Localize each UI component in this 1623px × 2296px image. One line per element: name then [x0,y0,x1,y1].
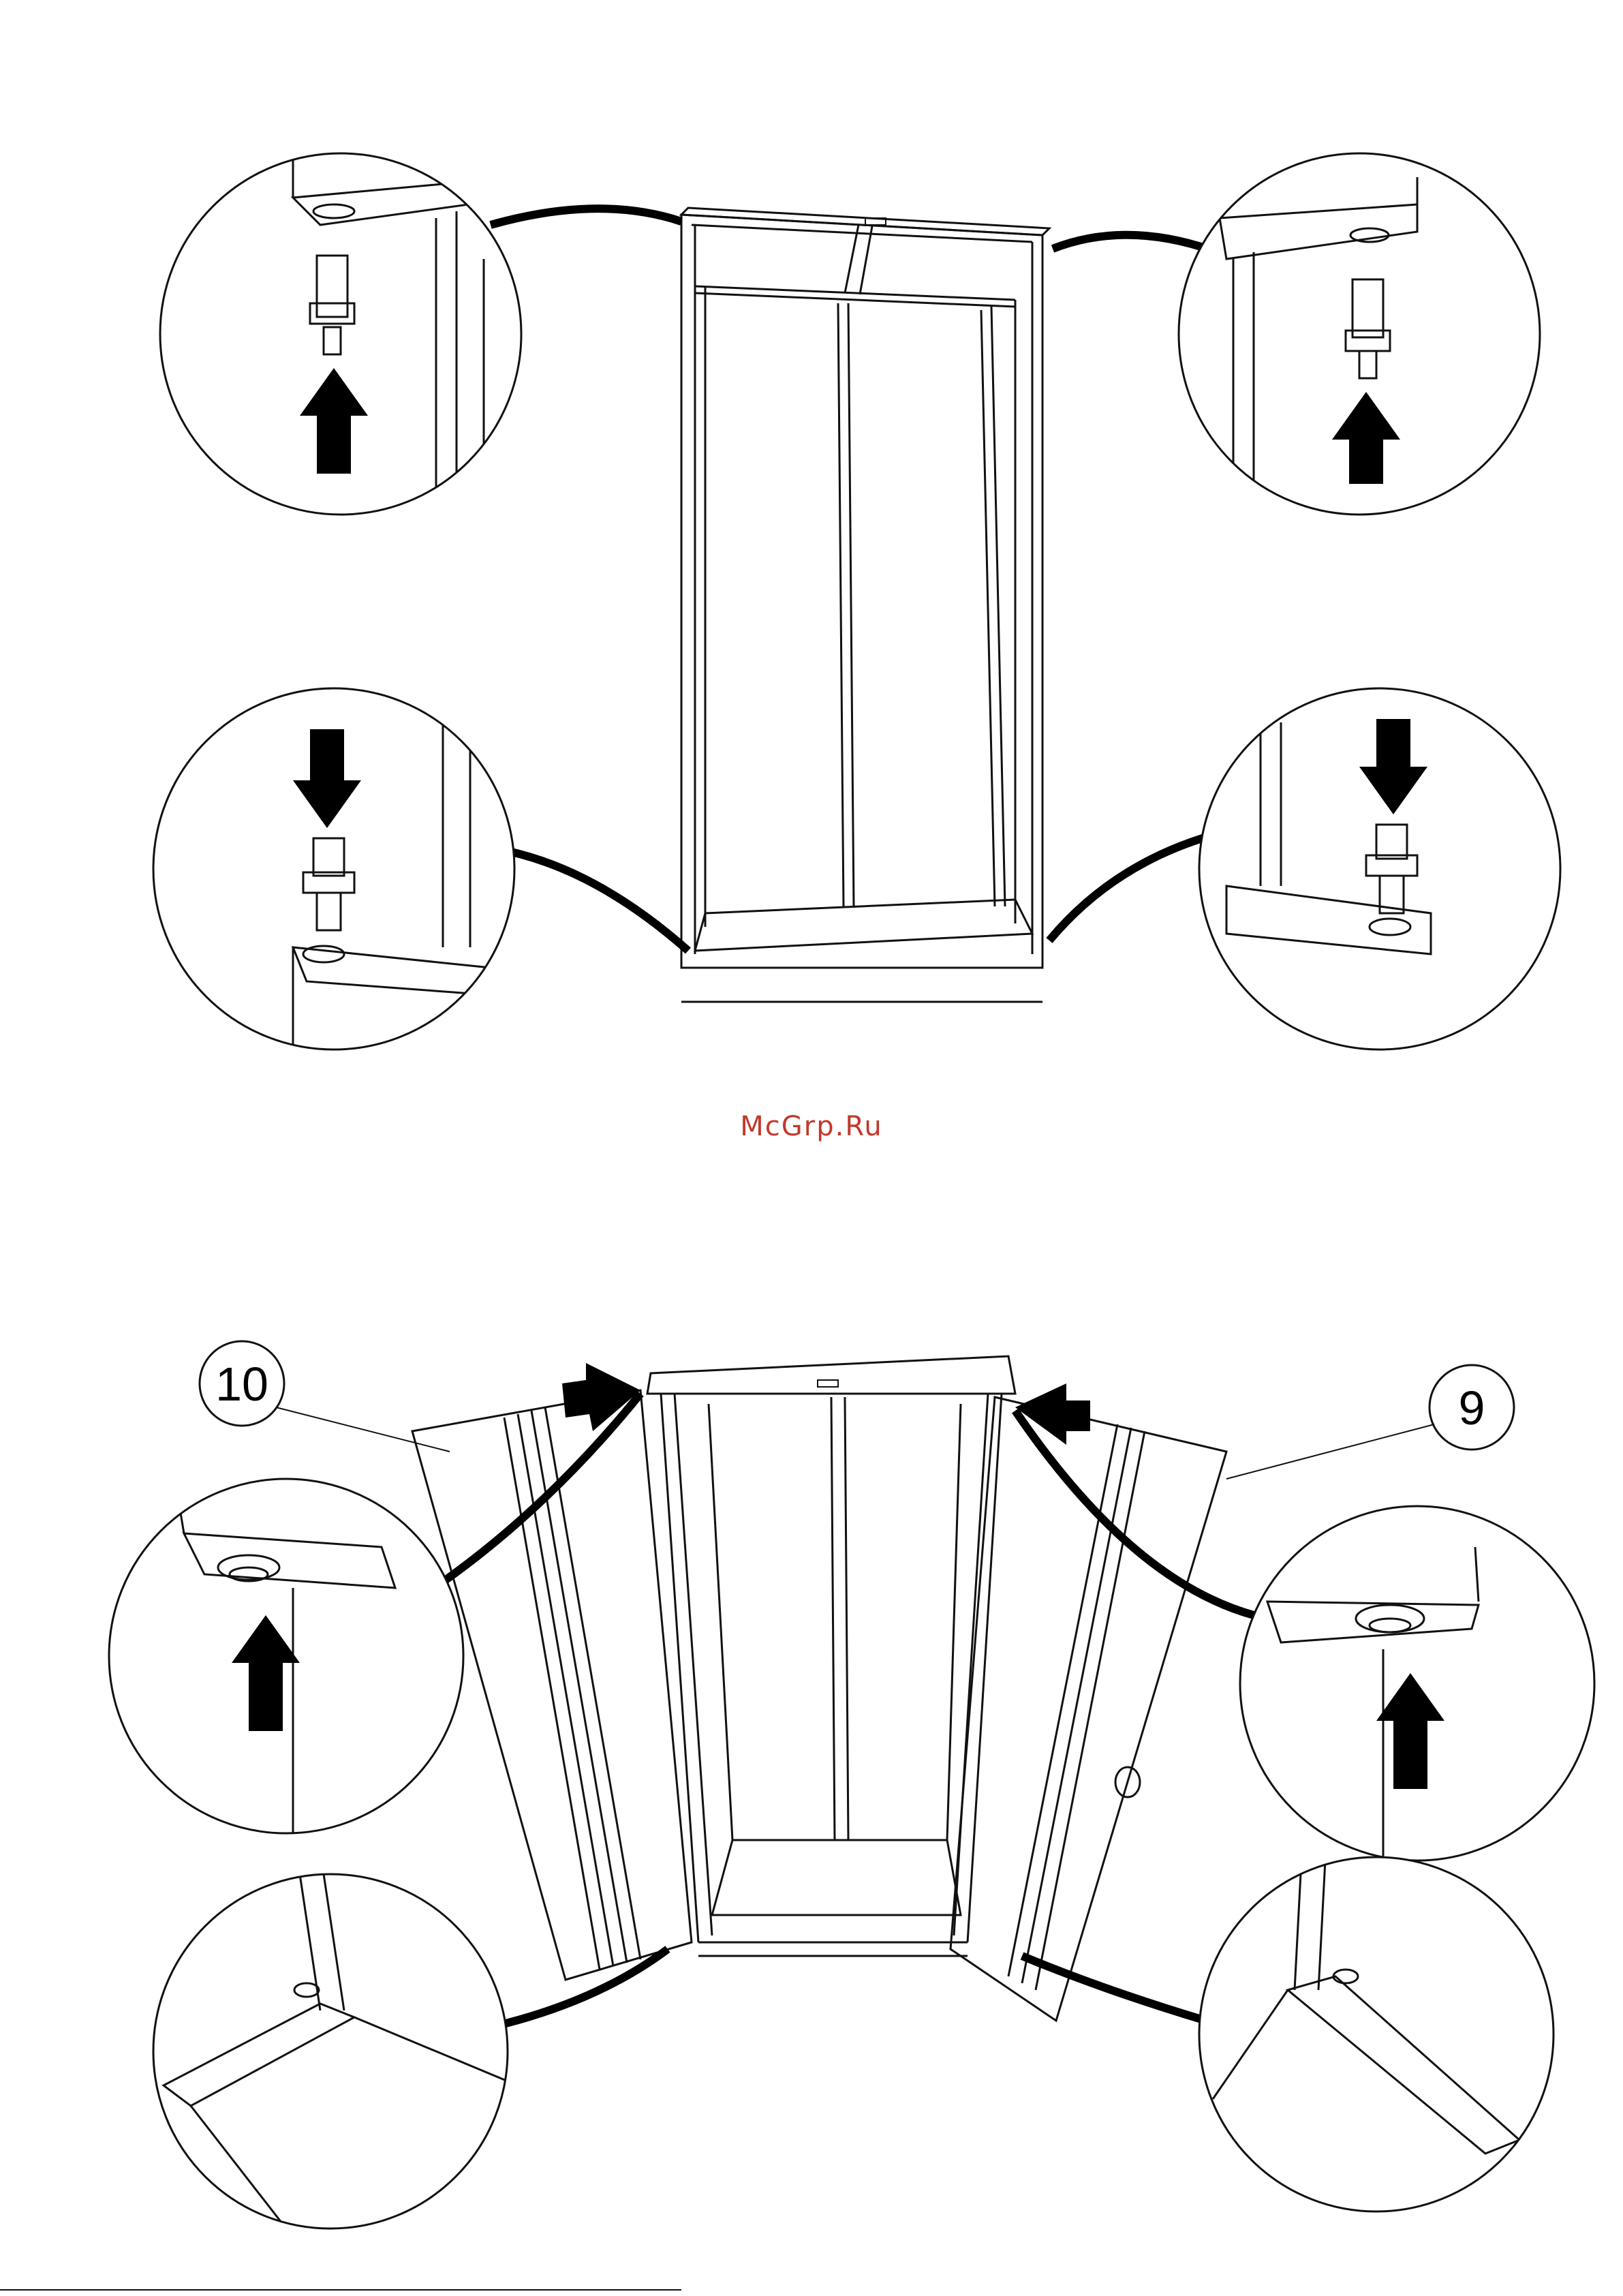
callout-10-label: 10 [215,1358,268,1411]
detail-bottom-left-pin [153,688,514,1063]
leader-top-left [491,209,681,225]
detail-bottom-right-pin [1199,688,1560,1050]
callout-9: 9 [1226,1365,1514,1479]
arrow-left-icon [1015,1383,1090,1445]
detail-left-door-hinge [109,1479,463,1840]
detail-right-door-corner [1199,1857,1554,2211]
watermark-text: McGrp.Ru [0,1111,1623,1142]
detail-top-right-pin [1179,153,1540,518]
callout-9-label: 9 [1459,1381,1485,1435]
right-door-9 [950,1397,1226,2021]
detail-right-door-hinge [1240,1506,1594,1861]
detail-top-left-pin [160,153,521,518]
cabinet-carcass-top [681,208,1049,1002]
detail-left-door-corner [153,1874,518,2229]
cabinet-with-doors [647,1356,1015,1956]
callout-10: 10 [200,1341,450,1452]
leader-corner-right [1022,1956,1206,2021]
leader-bottom-left [511,852,688,951]
arrow-right-icon [562,1363,640,1431]
leader-hinge-right [1015,1411,1254,1615]
